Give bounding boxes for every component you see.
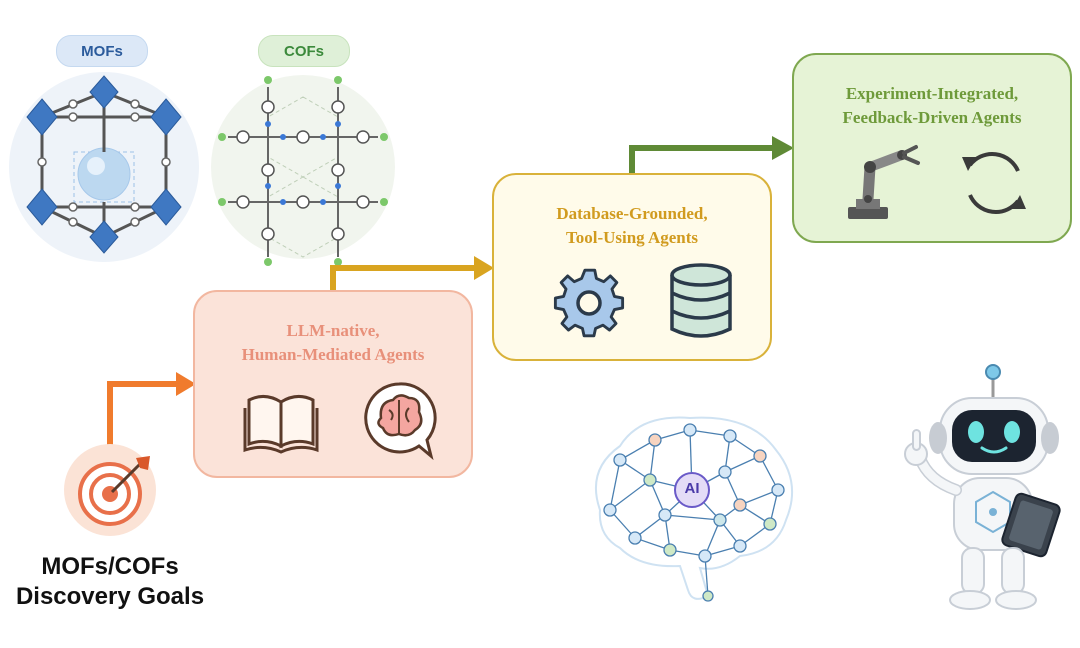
neural-brain-icon <box>595 416 793 602</box>
stage-2-title-line2: Tool-Using Agents <box>565 228 699 247</box>
cofs-label: COFs <box>258 35 350 67</box>
arrow-head-2 <box>474 256 494 280</box>
mof-lattice-icon <box>9 72 199 262</box>
goal-title-line1: MOFs/COFs <box>41 553 179 580</box>
stage-experiment-integrated: Experiment-Integrated, Feedback-Driven A… <box>792 53 1072 243</box>
robot-mascot <box>890 360 1075 620</box>
target-icon <box>64 444 156 536</box>
stage-database-grounded: Database-Grounded, Tool-Using Agents <box>492 173 772 361</box>
arrow-stage2-to-stage3 <box>629 145 774 175</box>
ai-brain-network: AI <box>580 400 805 610</box>
refresh-cycle-icon <box>962 152 1026 214</box>
arrow-head-3 <box>772 136 794 160</box>
stage-3-title-line1: Experiment-Integrated, <box>845 84 1019 103</box>
database-icon <box>670 263 732 338</box>
stage-1-title-line1: LLM-native, <box>286 321 380 340</box>
brain-speech-icon <box>364 382 437 461</box>
discovery-goal: MOFs/COFs Discovery Goals <box>0 440 220 615</box>
stage-llm-native: LLM-native, Human-Mediated Agents <box>193 290 473 478</box>
goal-title-line2: Discovery Goals <box>15 583 205 610</box>
mof-structure-illustration <box>4 62 204 272</box>
stage-2-title-line1: Database-Grounded, <box>556 204 708 223</box>
stage-3-title-line2: Feedback-Driven Agents <box>842 108 1022 127</box>
cof-lattice-icon <box>211 75 395 266</box>
robot-icon <box>904 364 1061 610</box>
gear-icon <box>553 268 625 338</box>
robot-arm-icon <box>848 145 920 219</box>
ai-label: AI <box>684 480 700 497</box>
arrow-stage1-to-stage2 <box>330 265 476 292</box>
cof-structure-illustration <box>208 62 398 272</box>
book-icon <box>243 395 319 454</box>
arrow-goal-to-stage1 <box>107 381 178 445</box>
stage-1-title-line2: Human-Mediated Agents <box>241 345 425 364</box>
mofs-label: MOFs <box>56 35 148 67</box>
arrow-head-1 <box>176 372 196 396</box>
